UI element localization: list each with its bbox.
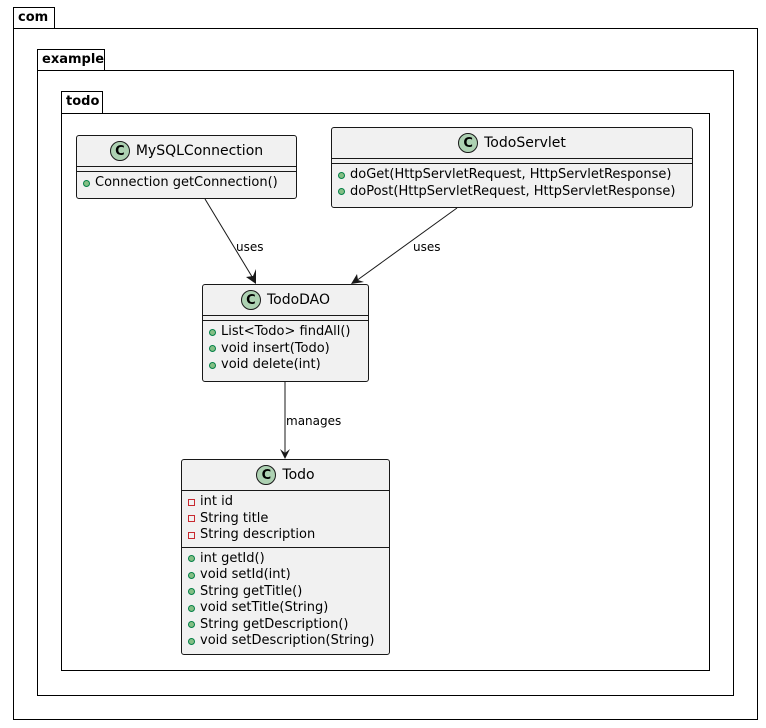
method-row: doGet(HttpServletRequest, HttpServletRes… <box>338 167 692 184</box>
private-visibility-icon <box>188 498 195 506</box>
fields-section: int id String title String description <box>182 491 389 548</box>
public-visibility-icon <box>188 555 195 563</box>
relation-label-mysql-dao: uses <box>236 240 264 254</box>
method-row: Connection getConnection() <box>83 175 296 192</box>
method-text: String getTitle() <box>200 583 303 599</box>
methods-section: Connection getConnection() <box>77 172 296 195</box>
method-text: List<Todo> findAll() <box>221 324 351 339</box>
private-visibility-icon <box>188 531 195 539</box>
package-com-tab: com <box>13 7 55 29</box>
public-visibility-icon <box>188 604 195 612</box>
class-name: TodoDAO <box>266 292 331 308</box>
method-text: doGet(HttpServletRequest, HttpServletRes… <box>350 167 672 182</box>
method-text: doPost(HttpServletRequest, HttpServletRe… <box>350 183 676 199</box>
field-row: String description <box>188 527 389 544</box>
method-text: int getId() <box>200 550 265 566</box>
method-row: void setTitle(String) <box>188 600 389 617</box>
field-text: int id <box>200 494 233 509</box>
public-visibility-icon <box>188 637 195 645</box>
methods-section: int getId() void setId(int) String getTi… <box>182 548 389 653</box>
relation-label-dao-todo: manages <box>286 414 342 428</box>
method-text: void setTitle(String) <box>200 600 329 615</box>
class-tododao[interactable]: C TodoDAO List<Todo> findAll() void inse… <box>202 284 369 382</box>
public-visibility-icon <box>209 345 216 353</box>
class-c-icon: C <box>256 465 277 485</box>
class-header: C TodoServlet <box>332 128 692 159</box>
public-visibility-icon <box>338 188 345 196</box>
fields-section <box>203 316 368 321</box>
arrowhead-mysql-to-dao <box>246 269 256 284</box>
method-text: void delete(int) <box>221 357 321 372</box>
method-text: Connection getConnection() <box>95 175 278 190</box>
public-visibility-icon <box>209 328 216 336</box>
arrow-mysql-to-dao <box>204 198 255 281</box>
class-name: Todo <box>282 467 315 483</box>
class-c-icon: C <box>458 133 479 153</box>
class-c-icon: C <box>240 290 261 310</box>
package-todo-tab: todo <box>61 91 103 113</box>
class-c-icon: C <box>109 141 130 161</box>
methods-section: List<Todo> findAll() void insert(Todo) v… <box>203 321 368 377</box>
public-visibility-icon <box>338 171 345 179</box>
method-row: void setId(int) <box>188 567 389 584</box>
field-row: String title <box>188 511 389 528</box>
fields-section <box>77 167 296 172</box>
method-text: String getDescription() <box>200 616 349 632</box>
method-row: String getDescription() <box>188 617 389 634</box>
arrowhead-servlet-to-dao <box>351 274 364 284</box>
class-todo[interactable]: C Todo int id String title String descri… <box>181 459 390 655</box>
class-header: C Todo <box>182 460 389 491</box>
arrowhead-dao-to-todo <box>280 449 290 459</box>
class-todoservlet[interactable]: C TodoServlet doGet(HttpServletRequest, … <box>331 127 693 208</box>
class-name: TodoServlet <box>484 135 566 151</box>
public-visibility-icon <box>188 621 195 629</box>
class-header: C MySQLConnection <box>77 136 296 167</box>
arrow-servlet-to-dao <box>355 207 458 282</box>
public-visibility-icon <box>83 179 90 187</box>
method-text: void insert(Todo) <box>221 340 330 356</box>
field-text: String title <box>200 510 269 526</box>
method-text: void setDescription(String) <box>200 633 375 648</box>
methods-section: doGet(HttpServletRequest, HttpServletRes… <box>332 164 692 203</box>
method-row: List<Todo> findAll() <box>209 324 368 341</box>
class-mysqlconnection[interactable]: C MySQLConnection Connection getConnecti… <box>76 135 297 199</box>
private-visibility-icon <box>188 515 195 523</box>
public-visibility-icon <box>188 588 195 596</box>
public-visibility-icon <box>188 571 195 579</box>
relation-label-servlet-dao: uses <box>413 240 441 254</box>
method-row: String getTitle() <box>188 584 389 601</box>
method-row: void insert(Todo) <box>209 341 368 358</box>
method-text: void setId(int) <box>200 567 291 582</box>
fields-section <box>332 159 692 164</box>
package-example-tab: example <box>37 49 105 71</box>
method-row: void setDescription(String) <box>188 633 389 650</box>
method-row: doPost(HttpServletRequest, HttpServletRe… <box>338 184 692 201</box>
method-row: int getId() <box>188 551 389 568</box>
field-row: int id <box>188 494 389 511</box>
method-row: void delete(int) <box>209 357 368 374</box>
public-visibility-icon <box>209 361 216 369</box>
field-text: String description <box>200 527 316 542</box>
class-name: MySQLConnection <box>135 143 264 159</box>
class-header: C TodoDAO <box>203 285 368 316</box>
